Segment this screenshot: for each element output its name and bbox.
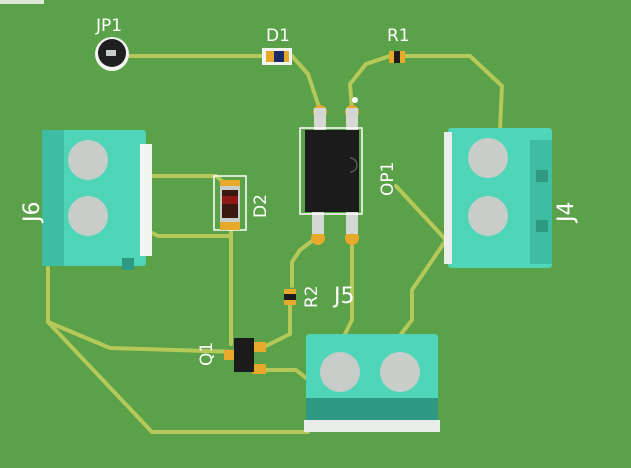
d2-label: D2	[251, 194, 271, 218]
jp1-jumper	[95, 37, 129, 71]
trace-r2-q1	[260, 298, 292, 350]
trace-op1-r1-j4	[348, 54, 504, 132]
d2-diode	[213, 175, 247, 231]
q1-label: Q1	[197, 341, 217, 366]
copper-traces	[46, 54, 504, 434]
trace-op1-j4-j5	[394, 184, 448, 340]
trace-op1-r2	[290, 236, 318, 288]
j5-label: J5	[334, 284, 355, 309]
op1-label: OP1	[378, 161, 398, 196]
j6-screw-1	[68, 140, 108, 180]
j4-screw-1	[468, 138, 508, 178]
j4-terminal-block	[444, 128, 552, 268]
trace-q1-j5	[260, 368, 308, 380]
jp1-label: JP1	[96, 16, 123, 36]
j5-screw-2	[380, 352, 420, 392]
j6-screw-2	[68, 196, 108, 236]
op1-optocoupler	[299, 97, 363, 245]
trace-d2-j6	[148, 230, 230, 238]
trace-j6-q1	[46, 266, 240, 354]
j6-terminal-block	[42, 130, 152, 270]
board-corner-mark	[0, 0, 44, 4]
q1-transistor	[224, 338, 266, 374]
trace-jp1-d1-op1	[110, 54, 322, 112]
j5-terminal-block	[304, 334, 440, 432]
d1-label: D1	[266, 26, 290, 46]
trace-op1-j5	[340, 236, 354, 342]
r1-label: R1	[387, 26, 410, 46]
r2-resistor	[284, 289, 296, 305]
j6-label: J6	[20, 201, 45, 223]
trace-j6-j5	[46, 320, 310, 434]
r2-label: R2	[302, 285, 322, 308]
j5-screw-1	[320, 352, 360, 392]
j4-screw-2	[468, 196, 508, 236]
j4-label: J4	[554, 201, 579, 223]
d1-diode	[262, 48, 292, 65]
r1-resistor	[389, 51, 405, 63]
